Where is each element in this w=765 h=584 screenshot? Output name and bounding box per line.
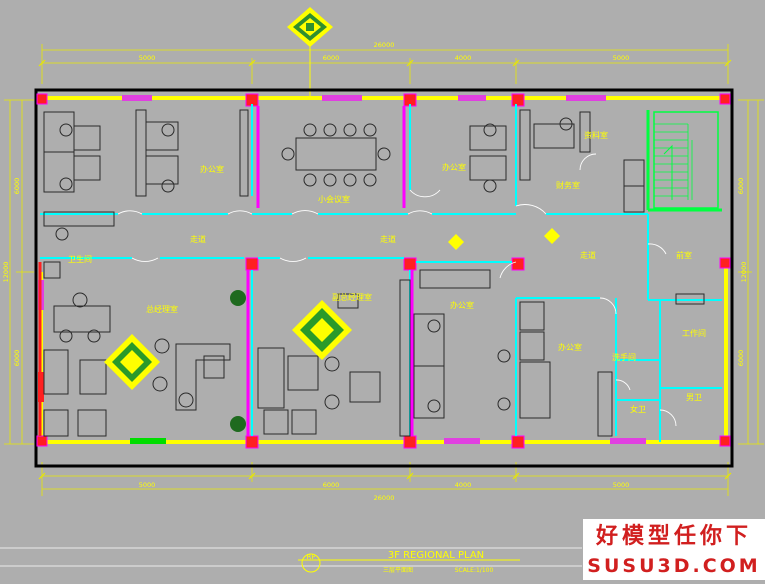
watermark-line-2: SUSU3D.COM bbox=[583, 553, 765, 580]
ceiling-marker-icons bbox=[448, 228, 560, 250]
room-label-office-3: 办公室 bbox=[450, 300, 474, 310]
room-label-corridor-mid: 走道 bbox=[380, 234, 396, 244]
interior-partitions bbox=[40, 104, 722, 442]
room-label-meeting: 小会议室 bbox=[318, 194, 350, 204]
watermark-line-1: 好模型任你下 bbox=[583, 519, 765, 553]
title-block bbox=[0, 547, 582, 573]
dim-left-seg-1: 6000 bbox=[13, 178, 21, 195]
dim-bottom-seg-3: 4000 bbox=[455, 481, 472, 489]
room-label-office-1: 办公室 bbox=[200, 164, 224, 174]
accent-partitions bbox=[38, 106, 722, 436]
room-label-restroom: 卫生间 bbox=[68, 254, 92, 264]
exterior-windows bbox=[38, 95, 728, 444]
dim-top-total: 26000 bbox=[374, 41, 395, 49]
dim-top-seg-4: 5000 bbox=[613, 54, 630, 62]
room-label-reception: 前室 bbox=[676, 250, 692, 260]
title-tag: RP bbox=[306, 553, 315, 561]
north-marker-icon bbox=[287, 7, 333, 100]
room-label-finance: 财务室 bbox=[556, 180, 580, 190]
dim-bottom-seg-2: 6000 bbox=[323, 481, 340, 489]
dim-bottom-seg-4: 5000 bbox=[613, 481, 630, 489]
floor-emblem-icon bbox=[104, 300, 352, 390]
room-label-vp-office: 副总经理室 bbox=[332, 292, 372, 302]
room-label-corridor-left: 走道 bbox=[190, 234, 206, 244]
dim-left-total: 12000 bbox=[2, 262, 10, 283]
structural-columns bbox=[36, 93, 731, 449]
dim-right-seg-1: 6000 bbox=[737, 178, 745, 195]
door-swings bbox=[117, 153, 677, 427]
room-label-ceo-office: 总经理室 bbox=[146, 304, 178, 314]
dim-right-total: 12000 bbox=[740, 262, 748, 283]
room-label-male-wc: 男卫 bbox=[686, 393, 702, 402]
room-label-office-2: 办公室 bbox=[442, 162, 466, 172]
drawing-subtitle: 三层平面图 bbox=[383, 567, 413, 574]
dim-top-seg-1: 5000 bbox=[139, 54, 156, 62]
room-label-female-wc: 女卫 bbox=[630, 404, 646, 414]
dimension-ticks bbox=[38, 59, 732, 480]
dim-left-seg-2: 6000 bbox=[13, 350, 21, 367]
dim-right-seg-2: 6000 bbox=[737, 350, 745, 367]
room-label-corridor-right: 走道 bbox=[580, 250, 596, 260]
drawing-scale: SCALE:1/100 bbox=[455, 567, 494, 574]
dim-top-seg-3: 4000 bbox=[455, 54, 472, 62]
plant-icons bbox=[230, 290, 246, 432]
dim-bottom-seg-1: 5000 bbox=[139, 481, 156, 489]
room-label-utility: 工作间 bbox=[682, 328, 706, 338]
room-label-office-4: 办公室 bbox=[558, 342, 582, 352]
furniture bbox=[43, 109, 705, 437]
staircase-icon bbox=[653, 111, 719, 209]
dim-bottom-total: 26000 bbox=[374, 494, 395, 502]
dim-top-seg-2: 6000 bbox=[323, 54, 340, 62]
title-tag-circle-icon bbox=[301, 553, 321, 573]
room-label-washroom: 洗手间 bbox=[612, 352, 636, 362]
room-label-storage: 资料室 bbox=[584, 130, 608, 140]
drawing-title: 3F REGIONAL PLAN bbox=[388, 550, 484, 561]
outer-wall bbox=[34, 88, 734, 468]
dimension-lines bbox=[4, 44, 764, 496]
